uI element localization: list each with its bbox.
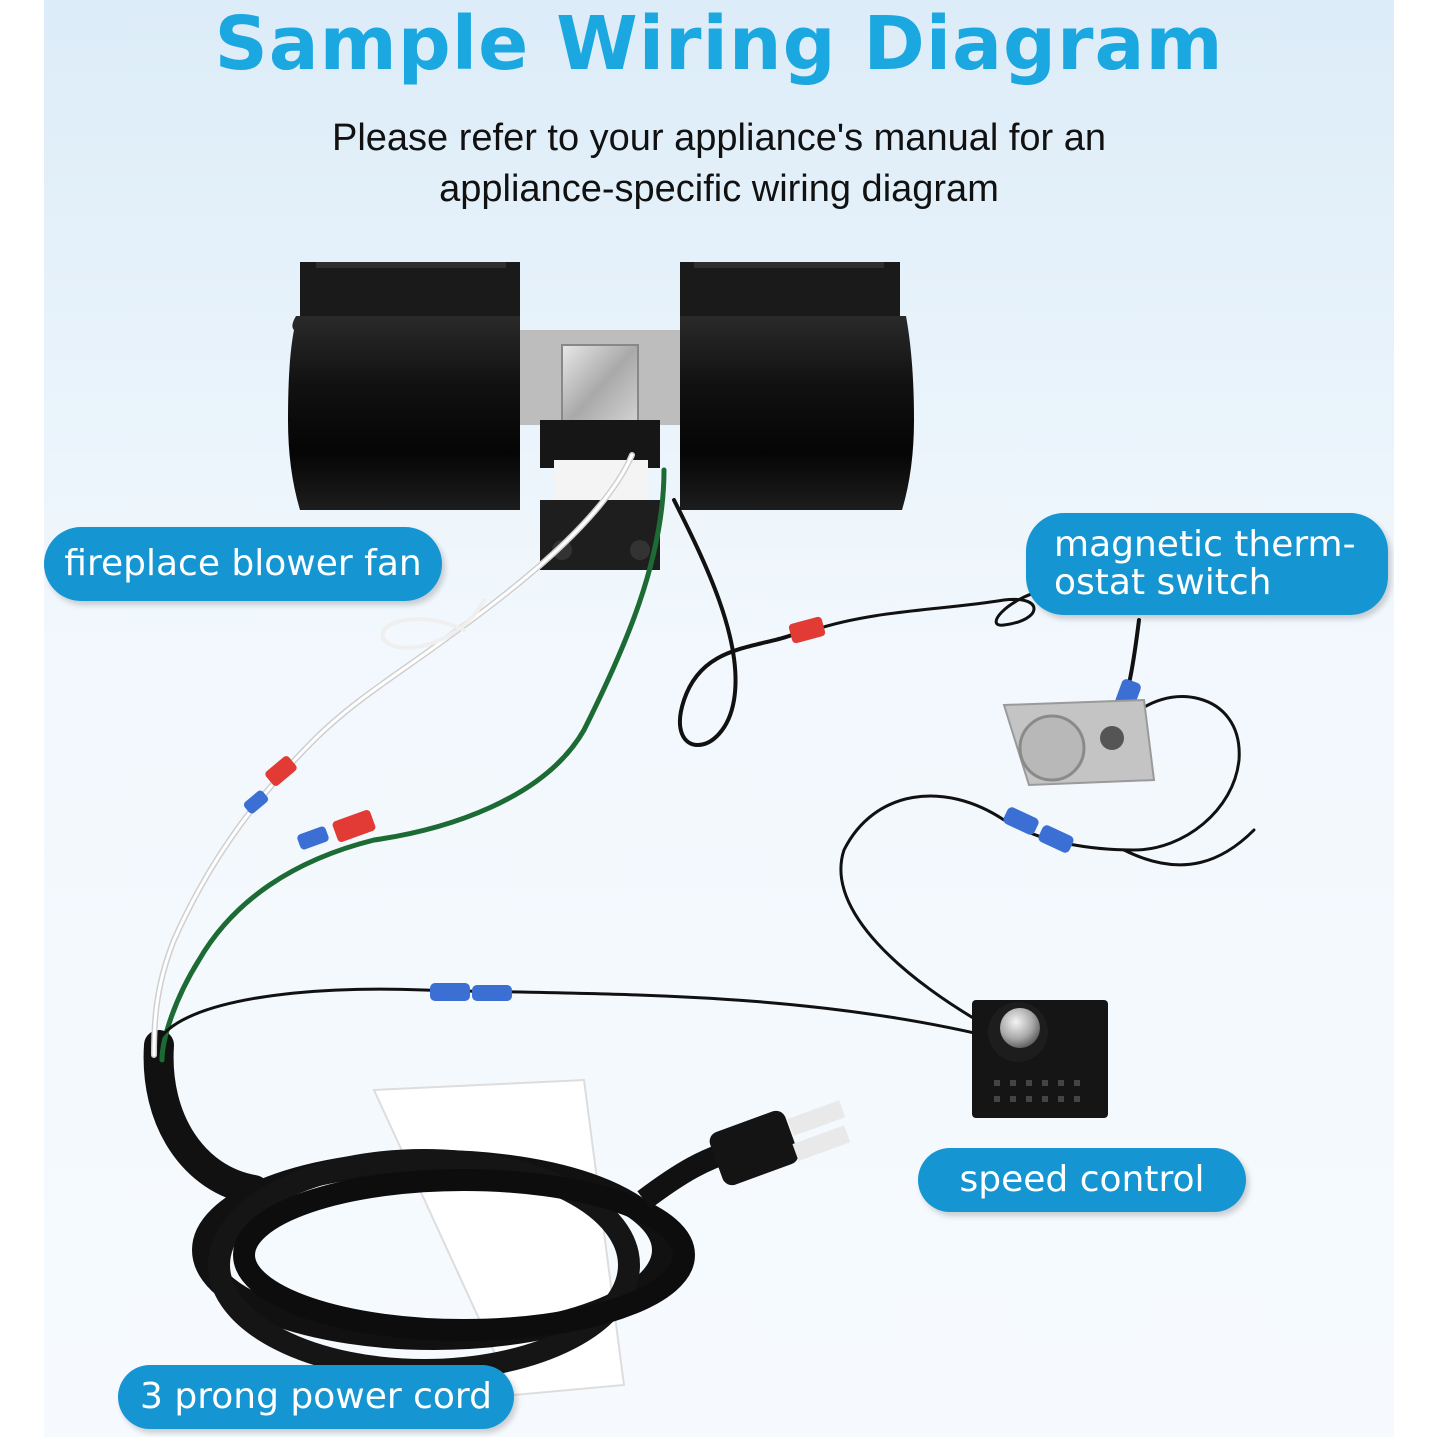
wire-connectors	[243, 616, 1141, 1001]
thermostat-label-line-1: magnetic therm-	[1054, 524, 1356, 565]
power-cord	[143, 1030, 851, 1397]
blower-motor	[520, 330, 680, 570]
subtitle-line-2: appliance-specific wiring diagram	[439, 168, 999, 210]
speed-control-wire	[157, 987, 1006, 1042]
fan-lead-wire	[672, 498, 806, 747]
speed-knob	[1000, 1008, 1040, 1048]
power-cord-label-text: 3 prong power cord	[140, 1376, 492, 1417]
fireplace-blower-fan-label-text: fireplace blower fan	[64, 543, 422, 584]
thermostat-switch	[1002, 698, 1156, 787]
blower-fan	[288, 262, 914, 570]
diagram-title: Sample Wiring Diagram	[214, 1, 1224, 87]
thermostat-switch-label: magnetic therm- ostat switch	[1026, 513, 1388, 615]
thermostat-label-line-2: ostat switch	[1054, 562, 1272, 603]
plug-body	[709, 1110, 799, 1186]
subtitle-line-1: Please refer to your appliance's manual …	[331, 117, 1107, 159]
speed-control-label-text: speed control	[959, 1159, 1205, 1200]
wiring-illustration	[143, 262, 1256, 1397]
blower-housing-left	[288, 262, 520, 510]
speed-control-label: speed control	[918, 1148, 1246, 1212]
power-cord-label: 3 prong power cord	[118, 1365, 514, 1429]
diagram-canvas: Sample Wiring Diagram Please refer to yo…	[44, 0, 1394, 1437]
speed-control-unit	[972, 1000, 1108, 1118]
ground-wire	[159, 467, 667, 1063]
fireplace-blower-fan-label: fireplace blower fan	[44, 527, 442, 601]
blower-housing-right	[680, 262, 914, 510]
